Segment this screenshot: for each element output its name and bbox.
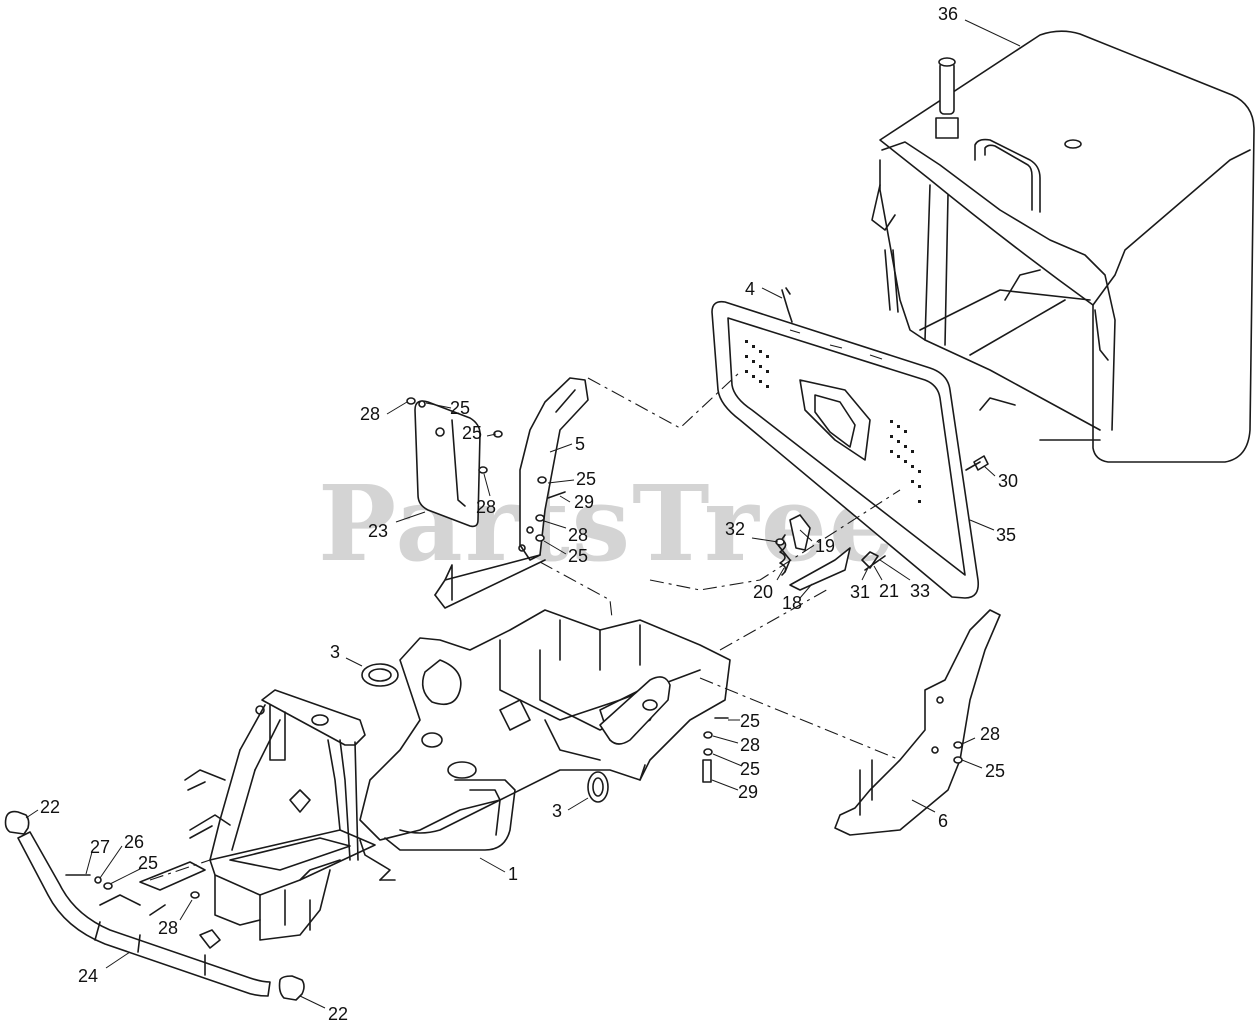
callout-26: 26 [124,832,144,852]
callout-25-second: 25 [462,423,482,443]
callout-25-upper: 25 [450,398,470,418]
callout-35: 35 [996,525,1016,545]
callout-4: 4 [745,279,755,299]
callout-1: 1 [508,864,518,884]
callout-29-frame: 29 [738,782,758,802]
callout-25-lower-bracket: 25 [568,546,588,566]
callout-28-bumper: 28 [158,918,178,938]
part-1-main-frame[interactable] [359,609,731,851]
leader-lines [25,19,1021,1009]
callout-20: 20 [753,582,773,602]
part-6-rear-bracket[interactable] [834,609,1001,836]
callout-33: 33 [910,581,930,601]
callout-29-upper: 29 [574,492,594,512]
part-4-clip[interactable] [781,287,793,323]
callout-3-lower: 3 [552,801,562,821]
callout-18: 18 [782,593,802,613]
callout-32: 32 [725,519,745,539]
part-23-plate[interactable] [414,400,481,528]
callout-36: 36 [938,4,958,24]
seat-latch-assembly[interactable] [775,514,886,591]
callout-27: 27 [90,837,110,857]
callout-25-frame: 25 [740,711,760,731]
callout-6: 6 [938,811,948,831]
callout-28-upper: 28 [360,404,380,424]
callout-21: 21 [879,581,899,601]
part-3-grommet-lower[interactable] [587,771,609,803]
callout-labels: 36 4 25 28 25 5 25 28 29 23 28 25 30 35 … [40,4,1018,1024]
callout-3-upper: 3 [330,642,340,662]
tower-brace-tubes[interactable] [184,769,231,839]
callout-31: 31 [850,582,870,602]
callout-28-lower-bracket: 28 [568,525,588,545]
callout-23: 23 [368,521,388,541]
part-36-hopper[interactable] [871,30,1255,463]
callout-28-rear: 28 [980,724,1000,744]
bumper-mount-hardware[interactable] [65,861,206,899]
callout-24: 24 [78,966,98,986]
part-30-bolt[interactable] [965,455,989,471]
part-22-end-cap-lower[interactable] [278,975,305,1001]
part-24-front-bumper[interactable] [17,831,271,997]
callout-25-bumper: 25 [138,853,158,873]
partstree-watermark: PartsTree [318,462,897,585]
callout-22-upper: 22 [40,797,60,817]
part-5-bracket[interactable] [434,377,589,609]
callout-19: 19 [815,536,835,556]
callout-22-lower: 22 [328,1004,348,1024]
callout-30: 30 [998,471,1018,491]
callout-5: 5 [575,434,585,454]
part-3-grommet-upper[interactable] [361,663,399,687]
assembly-lines [149,371,901,881]
callout-25-rear: 25 [985,761,1005,781]
callout-25-third: 25 [576,469,596,489]
part-22-end-cap-upper[interactable] [4,810,30,835]
frame-pivot-tube[interactable] [599,676,671,745]
callout-28-middle: 28 [476,497,496,517]
callout-28-frame: 28 [740,735,760,755]
callout-25-frame-lower: 25 [740,759,760,779]
part-35-seat-panel[interactable] [711,300,980,599]
frame-rear-hardware[interactable] [702,717,729,783]
front-tower-frame[interactable] [209,689,396,941]
